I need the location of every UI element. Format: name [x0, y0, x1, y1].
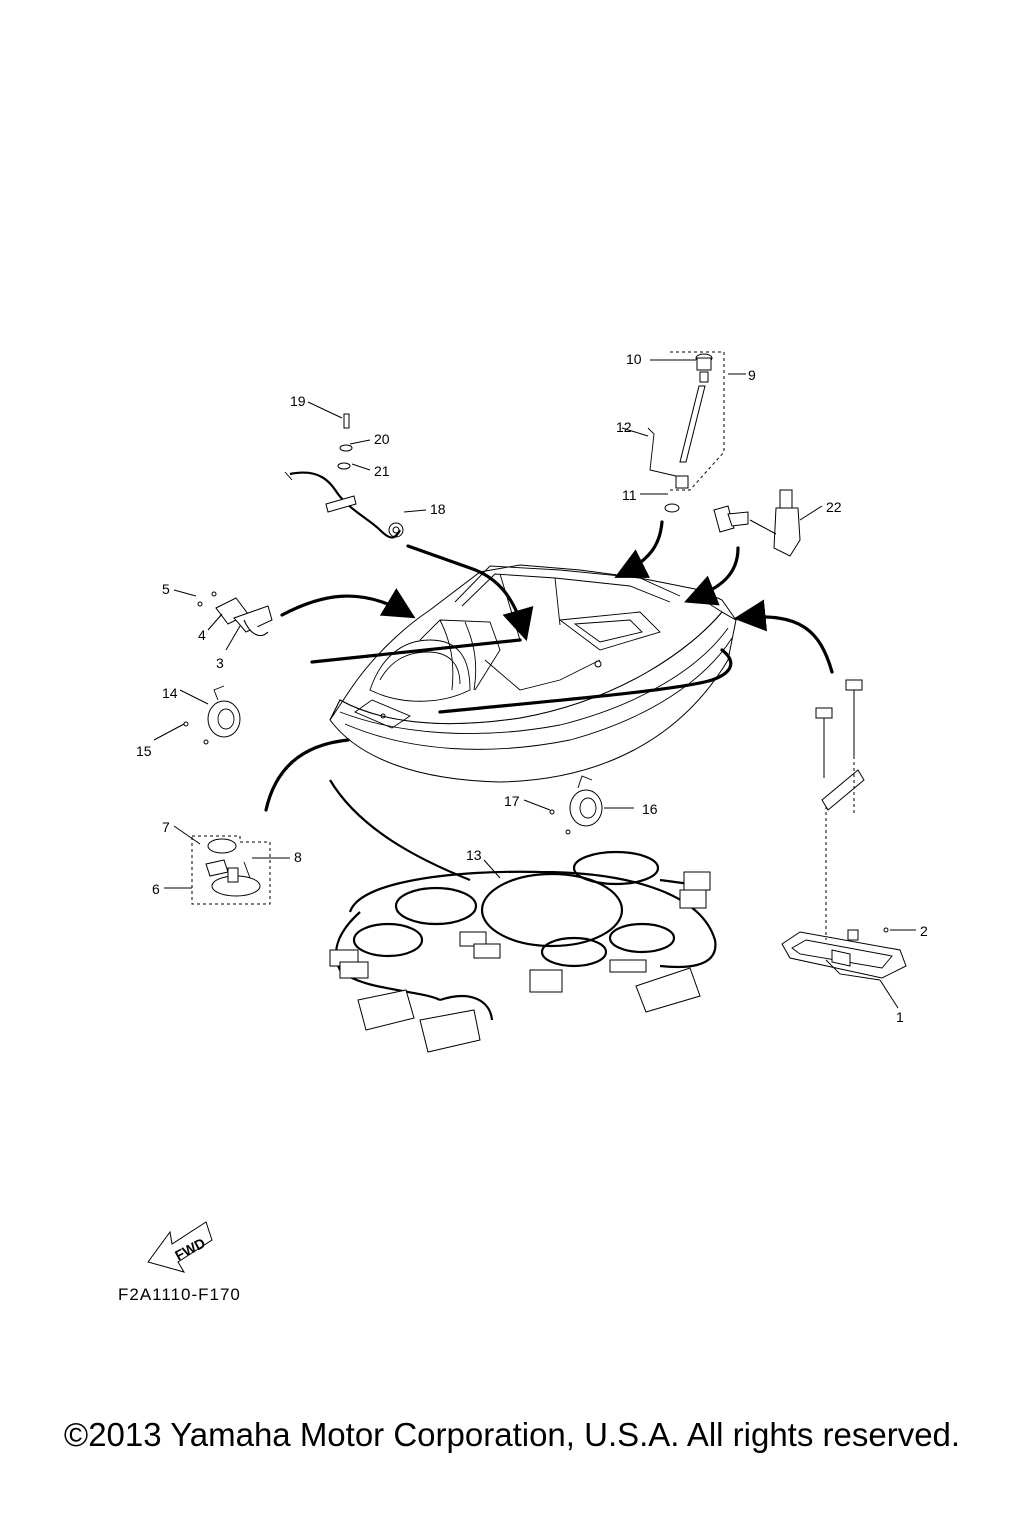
callout-5: 5	[162, 581, 170, 597]
callout-8: 8	[294, 849, 302, 865]
callout-17: 17	[504, 793, 520, 809]
part-14-speaker	[183, 685, 241, 745]
part-9-rod-assembly	[647, 351, 725, 513]
callout-20: 20	[374, 431, 390, 447]
callout-1: 1	[896, 1009, 904, 1025]
callout-numbers: 1 2 3 4 5 6 7 8 9 10 11 12 13 14 15 16 1…	[136, 351, 928, 1025]
callout-10: 10	[626, 351, 642, 367]
callout-18: 18	[430, 501, 446, 517]
callout-15: 15	[136, 743, 152, 759]
callout-21: 21	[374, 463, 390, 479]
leader-lines	[153, 359, 916, 1009]
part-1-battery-tray	[781, 800, 907, 981]
callout-2: 2	[920, 923, 928, 939]
callout-4: 4	[198, 627, 206, 643]
fwd-arrow-icon: FWD	[147, 1221, 213, 1273]
callout-6: 6	[152, 881, 160, 897]
callout-12: 12	[616, 419, 632, 435]
part-hold-down-bolts	[815, 679, 865, 814]
callout-11: 11	[622, 487, 637, 503]
part-18-cable	[284, 413, 404, 539]
boat-hull	[329, 564, 737, 783]
callout-14: 14	[162, 685, 178, 701]
callout-19: 19	[290, 393, 306, 409]
part-13-wiring-harness	[329, 779, 717, 1053]
copyright-notice: ©2013 Yamaha Motor Corporation, U.S.A. A…	[63, 1416, 961, 1453]
callout-7: 7	[162, 819, 170, 835]
callout-13: 13	[466, 847, 482, 863]
part-22-sensor	[713, 489, 801, 557]
callout-9: 9	[748, 367, 756, 383]
drawing-code: F2A1110-F170	[118, 1285, 241, 1304]
callout-3: 3	[216, 655, 224, 671]
part-16-speaker	[549, 775, 603, 835]
callout-22: 22	[826, 499, 842, 515]
callout-16: 16	[642, 801, 658, 817]
part-6-switch-assembly	[191, 835, 271, 905]
assembly-arrows	[264, 520, 834, 812]
parts-3-4-5-hatch	[197, 591, 273, 636]
